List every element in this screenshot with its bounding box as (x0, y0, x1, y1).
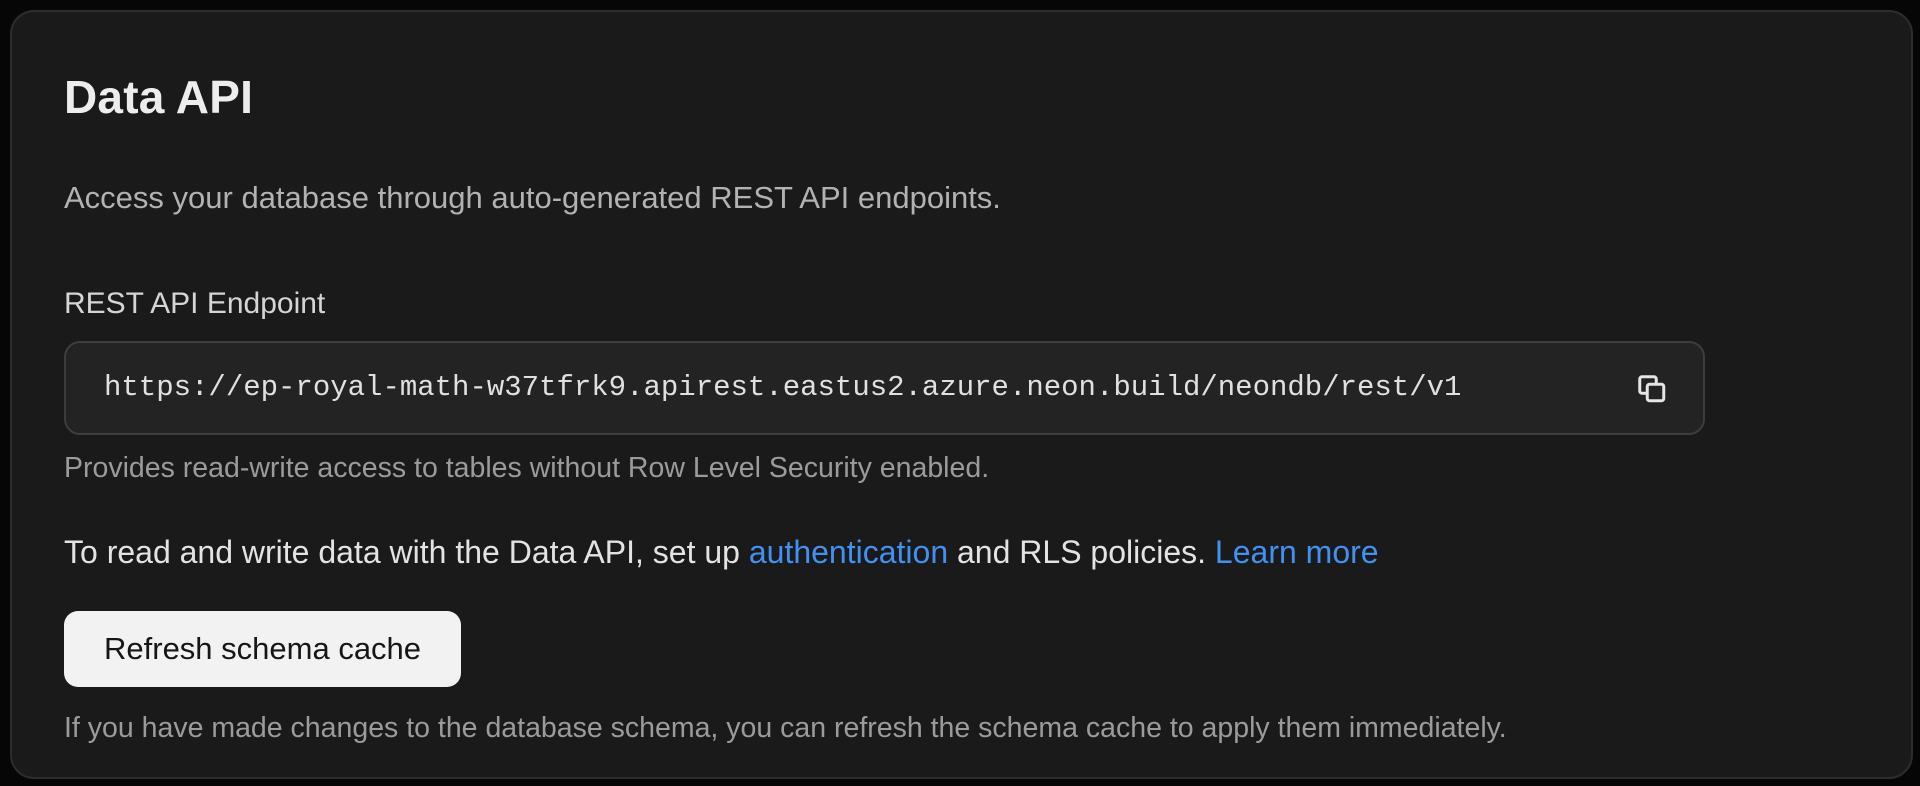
rest-api-endpoint-label: REST API Endpoint (64, 286, 326, 320)
rest-api-endpoint-url[interactable]: https://ep-royal-math-w37tfrk9.apirest.e… (104, 371, 1462, 405)
page-description: Access your database through auto-genera… (64, 180, 1001, 216)
copy-icon (1633, 370, 1669, 406)
rest-api-endpoint-field[interactable]: https://ep-royal-math-w37tfrk9.apirest.e… (64, 340, 1705, 435)
refresh-help-text: If you have made changes to the database… (64, 712, 1507, 745)
rls-note: To read and write data with the Data API… (64, 530, 1859, 575)
refresh-schema-cache-button[interactable]: Refresh schema cache (64, 611, 462, 688)
data-api-card: Data API Access your database through au… (10, 10, 1913, 779)
learn-more-link[interactable]: Learn more (1214, 534, 1379, 571)
authentication-link[interactable]: authentication (748, 534, 949, 571)
page-title: Data API (64, 71, 254, 123)
endpoint-help-text: Provides read-write access to tables wit… (64, 451, 990, 484)
rls-note-text-middle: and RLS policies. (948, 534, 1215, 571)
copy-button[interactable] (1629, 366, 1673, 410)
rls-note-text-before: To read and write data with the Data API… (64, 534, 749, 571)
